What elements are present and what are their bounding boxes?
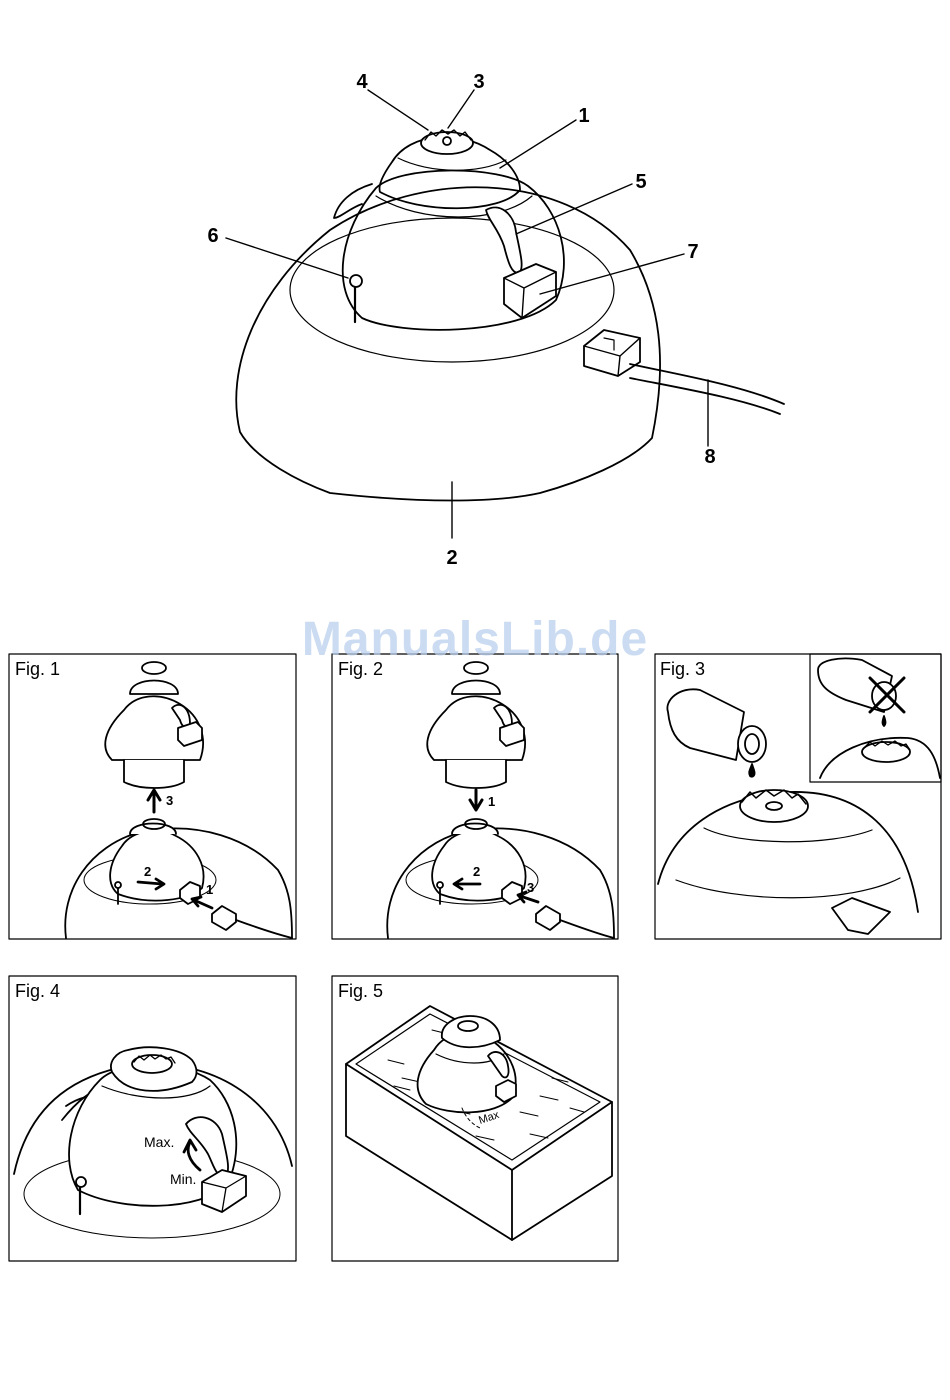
fig1-step-1: 1	[206, 882, 213, 897]
callout-2: 2	[446, 547, 457, 569]
callout-7: 7	[687, 241, 698, 263]
callout-1: 1	[578, 105, 589, 127]
figure-3	[655, 654, 941, 939]
base-ring	[290, 218, 614, 362]
fig2-step-3: 3	[527, 880, 534, 895]
callout-5: 5	[635, 171, 646, 193]
callout-3: 3	[473, 71, 484, 93]
kettle-handle	[486, 207, 522, 272]
figure-2	[332, 654, 618, 939]
figure-5-label: Fig. 5	[338, 981, 383, 1001]
figure-5	[332, 976, 618, 1261]
figure-4-label: Fig. 4	[15, 981, 60, 1001]
figure-1	[9, 654, 296, 939]
callout-4: 4	[356, 71, 368, 93]
figure-2-label: Fig. 2	[338, 659, 383, 679]
fig4-min-label: Min.	[170, 1171, 196, 1187]
callout-8: 8	[704, 446, 715, 468]
main-diagram	[226, 90, 784, 538]
figure-4	[9, 976, 296, 1261]
fig1-step-3: 3	[166, 793, 173, 808]
figure-3-label: Fig. 3	[660, 659, 705, 679]
plug	[584, 330, 640, 376]
fig1-step-2: 2	[144, 864, 151, 879]
fig2-step-2: 2	[473, 864, 480, 879]
callout-6: 6	[207, 225, 218, 247]
fig2-step-1: 1	[488, 794, 495, 809]
power-cord	[630, 364, 784, 404]
indicator-knob	[350, 275, 362, 287]
fig4-max-label: Max.	[144, 1134, 174, 1150]
figure-1-label: Fig. 1	[15, 659, 60, 679]
